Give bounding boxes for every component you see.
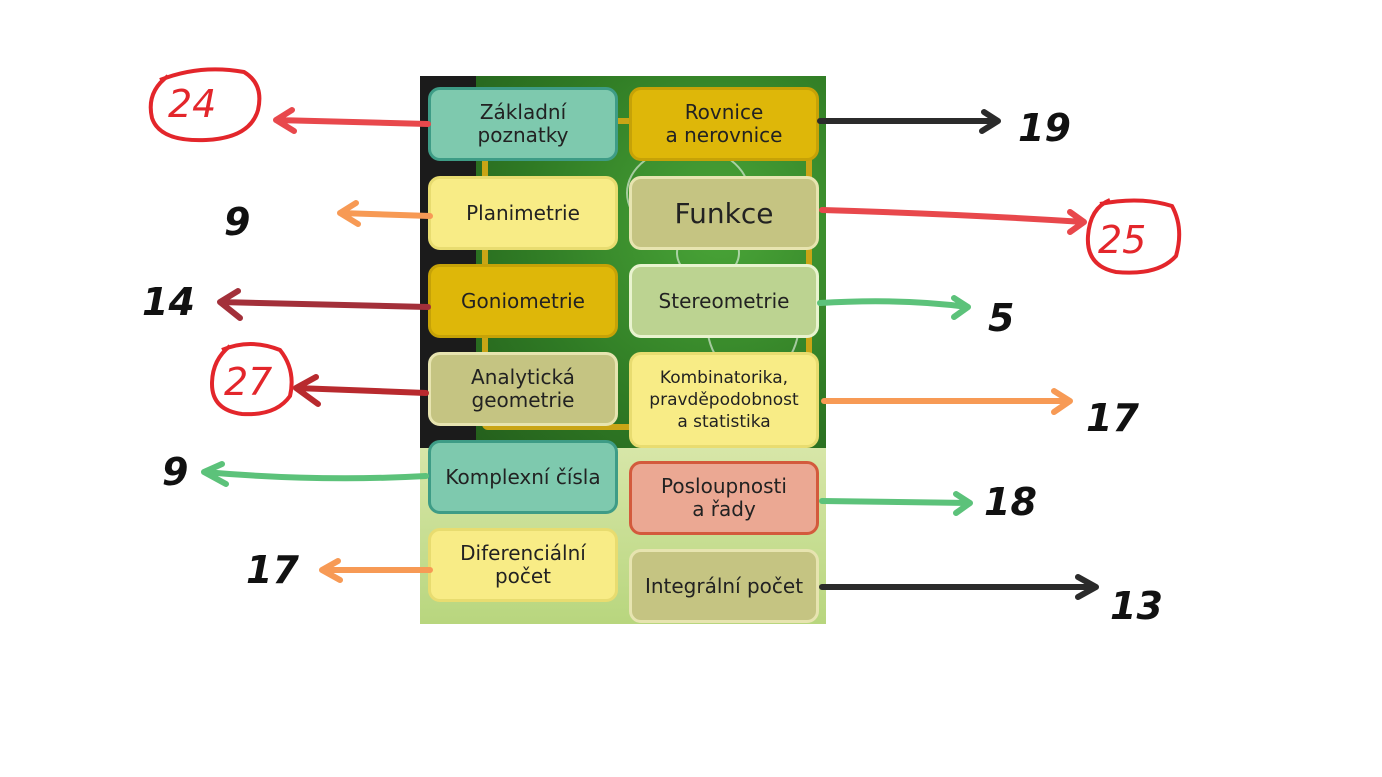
arrow-planimetrie <box>337 200 433 227</box>
tile-funkce[interactable]: Funkce <box>629 176 819 250</box>
tile-planimetrie[interactable]: Planimetrie <box>428 176 618 250</box>
arrow-diferencialni-pocet <box>319 558 433 583</box>
tile-label: Rovnice a nerovnice <box>665 100 783 147</box>
tile-diferencialni-pocet[interactable]: Diferenciální počet <box>428 528 618 602</box>
tile-label: Diferenciální počet <box>460 541 586 588</box>
tile-label: Planimetrie <box>466 200 580 225</box>
count-rovnice-nerovnice: 19 <box>1018 106 1071 150</box>
arrow-zakladni-poznatky <box>273 107 431 134</box>
tile-label: Stereometrie <box>658 288 790 313</box>
arrow-posloupnosti <box>819 491 973 516</box>
arrow-analyticka-geometrie <box>293 374 429 407</box>
tile-label: Základní poznatky <box>477 100 569 147</box>
arrow-goniometrie <box>217 288 431 321</box>
tile-label: Funkce <box>674 196 774 230</box>
tile-kombinatorika[interactable]: Kombinatorika, pravděpodobnost a statist… <box>629 352 819 448</box>
tile-komplexni-cisla[interactable]: Komplexní čísla <box>428 440 618 514</box>
count-funkce: 25 <box>1098 218 1147 262</box>
circle-25 <box>1085 198 1182 275</box>
arrow-funkce <box>819 207 1087 235</box>
arrow-rovnice-nerovnice <box>817 109 1001 134</box>
tile-label: Integrální počet <box>644 573 804 598</box>
tile-rovnice-nerovnice[interactable]: Rovnice a nerovnice <box>629 87 819 161</box>
count-posloupnosti: 18 <box>984 480 1037 524</box>
count-integralni-pocet: 13 <box>1110 584 1163 628</box>
count-diferencialni-pocet: 17 <box>246 548 299 592</box>
count-kombinatorika: 17 <box>1086 396 1139 440</box>
arrow-kombinatorika <box>821 388 1073 415</box>
count-stereometrie: 5 <box>988 296 1015 340</box>
tile-label: Posloupnosti a řady <box>661 474 787 521</box>
arrow-komplexni-cisla <box>201 461 429 487</box>
topic-menu-screenshot: Základní poznatky Rovnice a nerovnice Pl… <box>420 76 826 624</box>
tile-label: Kombinatorika, pravděpodobnost a statist… <box>649 368 799 432</box>
tile-goniometrie[interactable]: Goniometrie <box>428 264 618 338</box>
arrow-stereometrie <box>817 295 971 320</box>
tile-label: Goniometrie <box>461 288 585 313</box>
tile-posloupnosti[interactable]: Posloupnosti a řady <box>629 461 819 535</box>
circle-27 <box>209 342 294 417</box>
count-analyticka-geometrie: 27 <box>224 360 273 404</box>
tile-analyticka-geometrie[interactable]: Analytická geometrie <box>428 352 618 426</box>
tile-integralni-pocet[interactable]: Integrální počet <box>629 549 819 623</box>
count-planimetrie: 9 <box>224 200 251 244</box>
circle-24 <box>148 67 262 143</box>
count-zakladni-poznatky: 24 <box>168 82 217 126</box>
tile-zakladni-poznatky[interactable]: Základní poznatky <box>428 87 618 161</box>
count-komplexni-cisla: 9 <box>162 450 189 494</box>
tile-label: Komplexní čísla <box>445 464 601 489</box>
tile-stereometrie[interactable]: Stereometrie <box>629 264 819 338</box>
arrow-integralni-pocet <box>819 574 1099 600</box>
tile-label: Analytická geometrie <box>471 365 575 412</box>
count-goniometrie: 14 <box>142 280 195 324</box>
